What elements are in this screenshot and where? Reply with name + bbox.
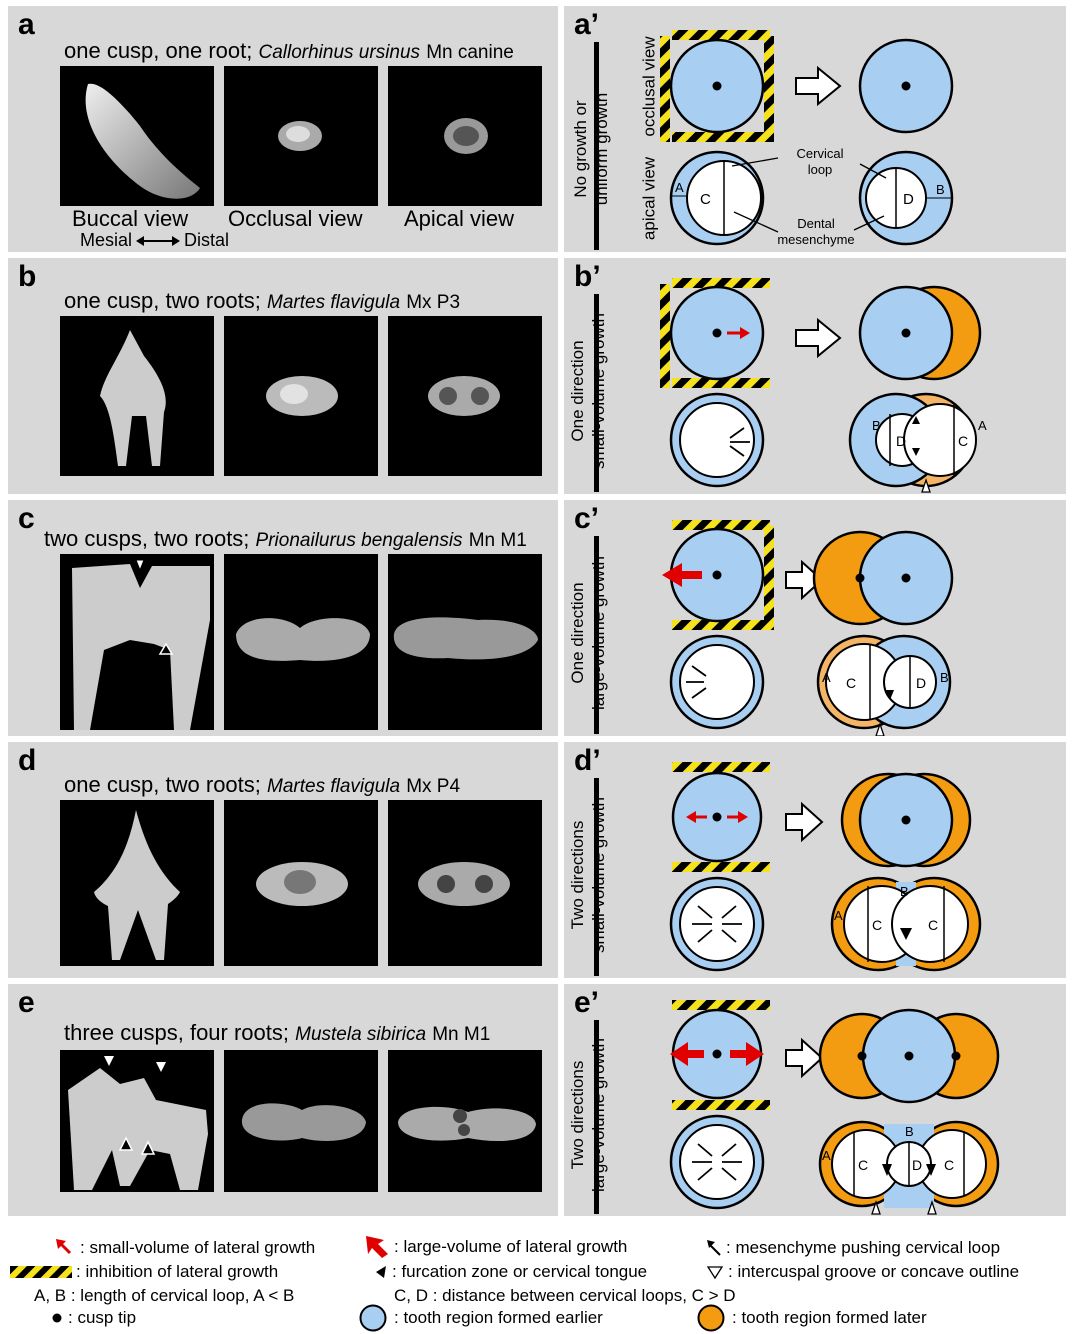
panel-a: a one cusp, one root; Callorhinus ursinu… — [8, 6, 558, 252]
occlusal-view-image — [224, 554, 378, 730]
buccal-view-label: Buccal view — [72, 206, 188, 232]
dental-mesenchyme-label: Dental — [797, 216, 835, 231]
large-red-arrow-icon — [362, 1236, 390, 1258]
legend-cusp-tip: : cusp tip — [50, 1308, 136, 1328]
svg-text:C: C — [958, 433, 968, 449]
scheme-diagram: C D C A B — [564, 984, 1066, 1216]
legend-large-growth: : large-volume of lateral growth — [362, 1236, 627, 1258]
svg-text:C: C — [858, 1157, 868, 1173]
legend-inhibition: : inhibition of lateral growth — [10, 1262, 278, 1282]
legend-cd: C, D : distance between cervical loops, … — [394, 1286, 736, 1306]
svg-text:C: C — [928, 917, 938, 933]
occlusal-view-image — [224, 66, 378, 206]
svg-text:C: C — [872, 917, 882, 933]
apical-view-image — [388, 554, 542, 730]
svg-text:B: B — [940, 670, 949, 685]
svg-text:D: D — [916, 675, 926, 691]
transition-arrow-icon — [796, 320, 840, 356]
panel-b-prime: b’ One direction small-volume growth D C… — [564, 258, 1066, 494]
panel-d-prime: d’ Two directions small-volume growth C … — [564, 742, 1066, 978]
cervical-loop-label: loop — [808, 162, 833, 177]
apical-view-image — [388, 66, 542, 206]
legend-ab: A, B : length of cervical loop, A < B — [34, 1286, 294, 1306]
apical-view-label: Apical view — [404, 206, 514, 232]
blue-circle-icon — [356, 1304, 390, 1332]
buccal-view-image — [60, 1050, 214, 1192]
cusp-tip-icon — [50, 1311, 64, 1325]
svg-text:C: C — [944, 1157, 954, 1173]
cusp-tip — [902, 82, 911, 91]
panel-e: e three cusps, four roots; Mustela sibir… — [8, 984, 558, 1216]
occlusal-view-label: Occlusal view — [228, 206, 362, 232]
small-red-arrow-icon — [50, 1239, 76, 1257]
legend-furcation: : furcation zone or cervical tongue — [372, 1262, 647, 1282]
panel-caption: one cusp, two roots; Martes flavigula Mx… — [64, 772, 460, 798]
inhibition-bar — [672, 30, 770, 40]
svg-text:B: B — [900, 884, 909, 899]
filled-triangle-icon — [372, 1264, 388, 1280]
occlusal-view-image — [224, 316, 378, 476]
panel-letter: b — [18, 260, 36, 294]
panel-letter: e — [18, 986, 35, 1020]
svg-text:B: B — [872, 418, 881, 433]
buccal-view-image — [60, 554, 214, 730]
apical-view-image — [388, 800, 542, 966]
legend-later: : tooth region formed later — [694, 1304, 927, 1332]
panel-caption: three cusps, four roots; Mustela sibiric… — [64, 1020, 490, 1046]
svg-text:D: D — [896, 433, 906, 449]
scheme-diagram: C D A B — [564, 500, 1066, 736]
panel-caption: one cusp, two roots; Martes flavigula Mx… — [64, 288, 460, 314]
double-arrow-icon — [136, 235, 180, 247]
apical-view-image — [388, 316, 542, 476]
hatched-bar-icon — [10, 1266, 72, 1278]
orange-circle-icon — [694, 1304, 728, 1332]
svg-text:D: D — [912, 1157, 922, 1173]
label-d: D — [903, 191, 914, 208]
panel-caption: two cusps, two roots; Prionailurus benga… — [44, 526, 527, 552]
buccal-view-image — [60, 66, 214, 206]
direction-indicator: Mesial Distal — [80, 230, 229, 251]
buccal-view-image — [60, 316, 214, 476]
panel-caption: one cusp, one root; Callorhinus ursinus … — [64, 38, 514, 64]
panel-a-prime: a’ No growth or uniform growth occlusal … — [564, 6, 1066, 252]
open-triangle-icon — [706, 1264, 724, 1280]
panel-letter: c — [18, 502, 35, 536]
svg-text:C: C — [846, 675, 856, 691]
panel-b: b one cusp, two roots; Martes flavigula … — [8, 258, 558, 494]
occlusal-view-image — [224, 1050, 378, 1192]
panel-letter: d — [18, 744, 36, 778]
transition-arrow-icon — [796, 68, 840, 104]
label-a: A — [675, 180, 684, 195]
cervical-loop-label: Cervical — [797, 146, 844, 161]
inhibition-bar — [660, 36, 670, 142]
label-c: C — [700, 191, 711, 208]
svg-text:A: A — [822, 670, 831, 685]
panel-d: d one cusp, two roots; Martes flavigula … — [8, 742, 558, 978]
panel-letter: a — [18, 8, 35, 42]
legend-small-growth: : small-volume of lateral growth — [50, 1238, 315, 1258]
cusp-tip — [713, 82, 722, 91]
scheme-diagram: C C A B — [564, 742, 1066, 978]
legend-mesenchyme-push: : mesenchyme pushing cervical loop — [706, 1238, 1000, 1258]
inhibition-bar — [672, 132, 770, 142]
panel-c-prime: c’ One direction large-volume growth C D… — [564, 500, 1066, 736]
panel-c: c two cusps, two roots; Prionailurus ben… — [8, 500, 558, 736]
svg-text:A: A — [834, 908, 843, 923]
inhibition-bar — [764, 36, 774, 142]
legend-intercuspal: : intercuspal groove or concave outline — [706, 1262, 1019, 1282]
panel-e-prime: e’ Two directions large-volume growth C … — [564, 984, 1066, 1216]
scheme-diagram: D C B A — [564, 258, 1066, 494]
dental-mesenchyme-label: mesenchyme — [777, 232, 854, 247]
occlusal-view-image — [224, 800, 378, 966]
buccal-view-image — [60, 800, 214, 966]
legend-earlier: : tooth region formed earlier — [356, 1304, 603, 1332]
svg-text:A: A — [822, 1148, 831, 1163]
scheme-diagram: A C D B Cervical loop Dental mesenchyme — [564, 6, 1066, 252]
svg-text:A: A — [978, 418, 987, 433]
svg-text:B: B — [905, 1124, 914, 1139]
mesenchyme-arrow-icon — [706, 1239, 722, 1257]
label-b: B — [936, 182, 945, 197]
apical-view-image — [388, 1050, 542, 1192]
